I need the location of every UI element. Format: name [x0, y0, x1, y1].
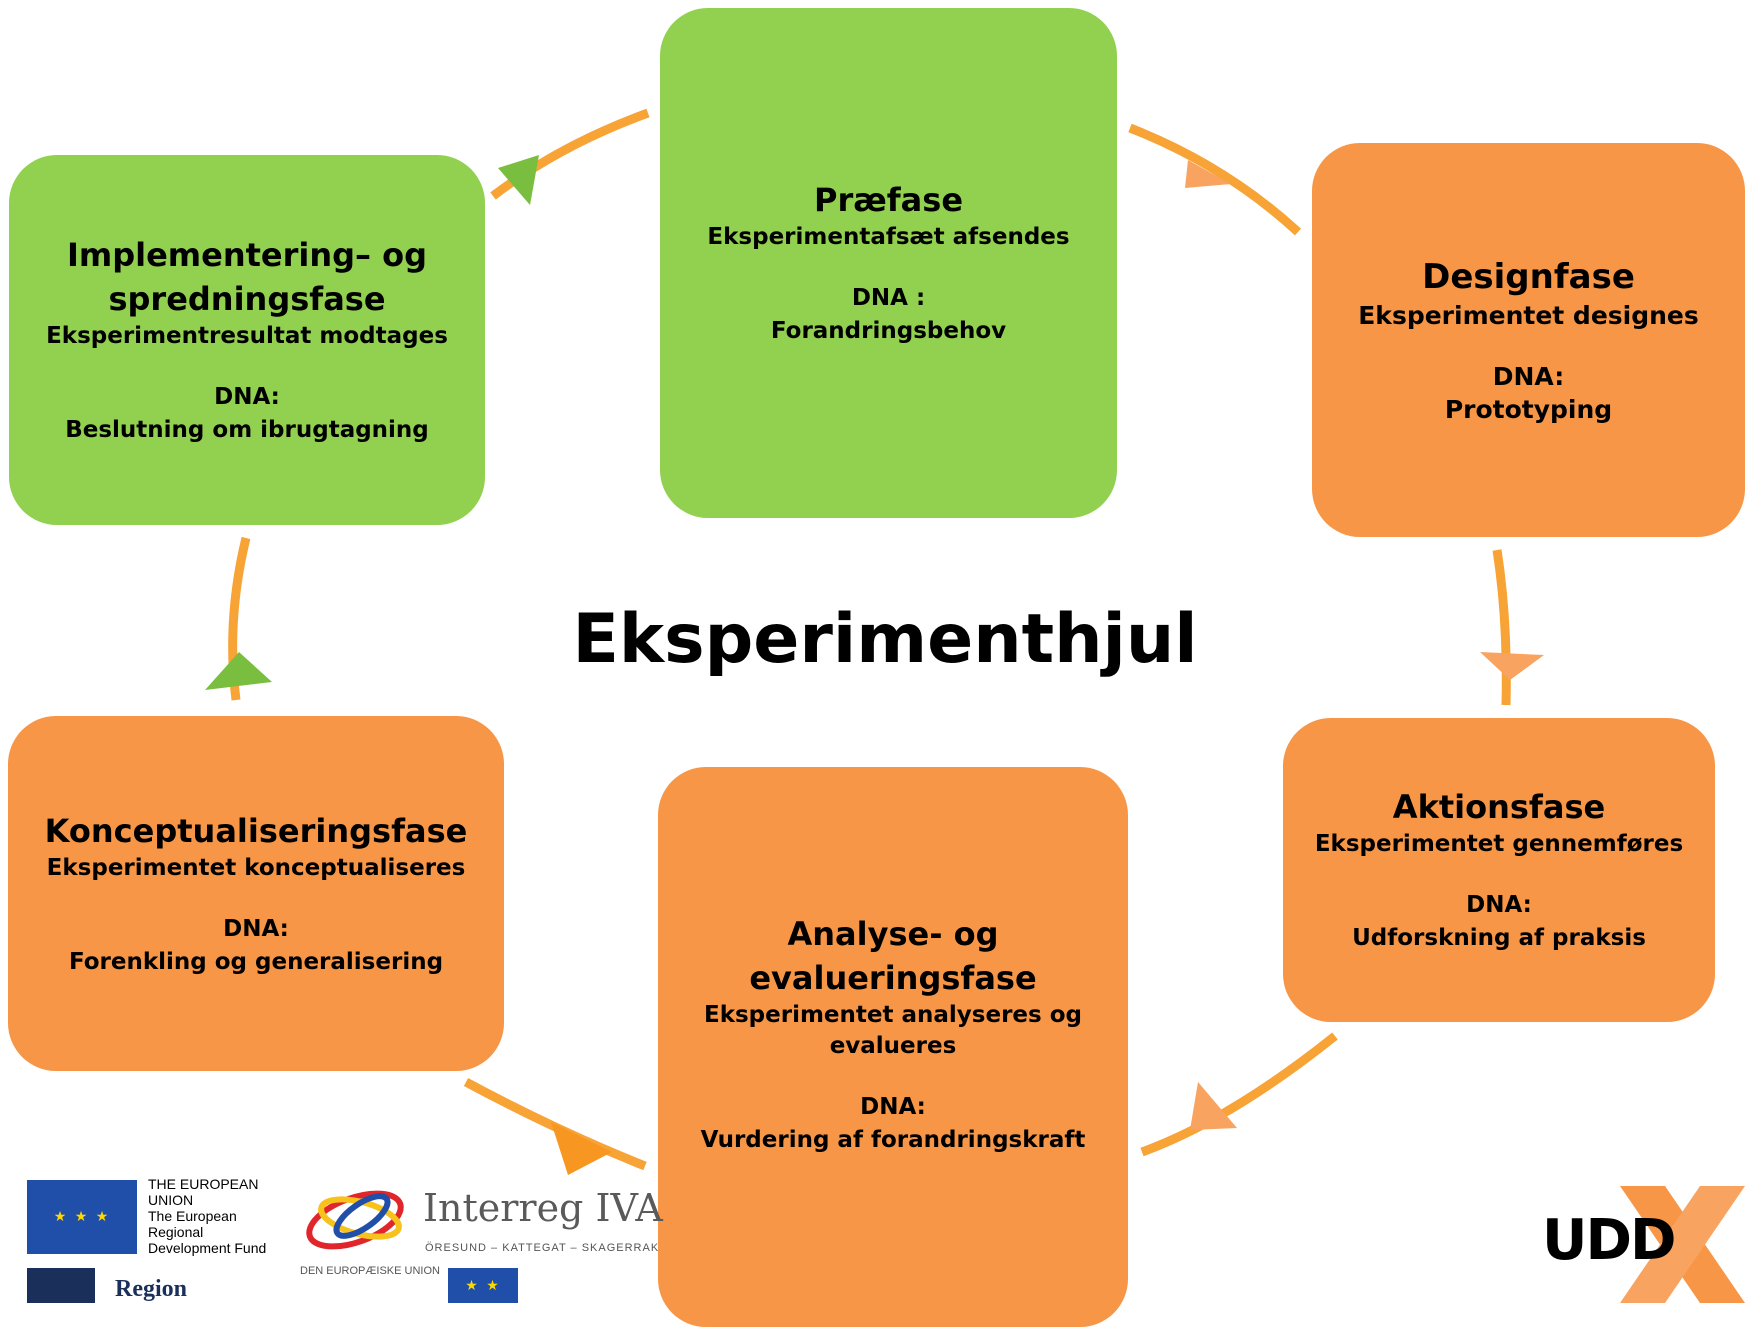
arrow-praefase-to-designfase	[1128, 123, 1302, 236]
aktionsfase-dna-value: Udforskning af praksis	[1352, 925, 1646, 951]
implementfase-title-line2: spredningsfase	[108, 280, 386, 318]
arrowhead-analysefase	[1190, 1082, 1237, 1130]
eu-logo-text: THE EUROPEAN UNION The European Regional…	[148, 1176, 266, 1256]
designfase-dna-value: Prototyping	[1444, 395, 1613, 424]
arrowhead-praefase	[498, 155, 539, 205]
praefase-title: Præfase	[813, 181, 964, 219]
designfase-dna-label: DNA:	[1492, 362, 1565, 391]
eu-flag-small-icon: ★ ★	[448, 1268, 518, 1303]
arrowhead-konceptfase	[551, 1122, 612, 1175]
konceptfase-dna-value: Forenkling og generalisering	[68, 948, 444, 975]
praefase-dna-value: Forandringsbehov	[770, 318, 1007, 344]
arrow-designfase-to-aktionsfase	[1492, 549, 1511, 706]
node-praefase: Præfase Eksperimentafsæt afsendes DNA : …	[660, 8, 1117, 518]
diagram-title: Eksperimenthjul	[572, 600, 1198, 679]
analysefase-dna-value: Vurdering af forandringskraft	[700, 1127, 1086, 1153]
node-aktionsfase: Aktionsfase Eksperimentet gennemføres DN…	[1283, 718, 1715, 1022]
node-analysefase: Analyse- og evalueringsfase Eksperimente…	[658, 767, 1128, 1327]
designfase-subtitle: Eksperimentet designes	[1358, 301, 1699, 330]
node-konceptfase: Konceptualiseringsfase Eksperimentet kon…	[8, 716, 504, 1071]
region-logo-icon	[27, 1268, 95, 1303]
konceptfase-title: Konceptualiseringsfase	[44, 811, 468, 850]
eu-line-5: Development Fund	[148, 1240, 267, 1256]
region-logo-text: Region	[115, 1276, 187, 1302]
eu-line-3: The European	[148, 1208, 237, 1224]
analysefase-subtitle-line1: Eksperimentet analyseres og	[703, 1002, 1082, 1028]
eu-line-2: UNION	[148, 1192, 194, 1208]
konceptfase-subtitle: Eksperimentet konceptualiseres	[46, 854, 466, 881]
arrowhead-designfase	[1185, 160, 1231, 188]
aktionsfase-subtitle: Eksperimentet gennemføres	[1314, 831, 1684, 857]
den-eu-text: DEN EUROPÆISKE UNION	[300, 1265, 440, 1277]
analysefase-title-line2: evalueringsfase	[749, 959, 1037, 997]
implementfase-dna-label: DNA:	[214, 384, 280, 410]
interreg-logo-text: Interreg IVA	[423, 1186, 663, 1230]
node-implementfase: Implementering– og spredningsfase Eksper…	[9, 155, 485, 525]
implementfase-title-line1: Implementering– og	[66, 236, 428, 274]
praefase-dna-label: DNA :	[851, 285, 926, 311]
arrowhead-implementfase	[205, 652, 272, 690]
eu-line-4: Regional	[148, 1224, 204, 1240]
interreg-swoosh-icon	[306, 1190, 404, 1250]
arrow-implementfase-to-praefase	[490, 108, 650, 200]
eu-line-1: THE EUROPEAN	[148, 1176, 259, 1192]
aktionsfase-title: Aktionsfase	[1392, 788, 1606, 826]
arrowhead-aktionsfase	[1480, 652, 1544, 680]
uddx-logo-icon	[1620, 1186, 1745, 1303]
praefase-subtitle: Eksperimentafsæt afsendes	[707, 224, 1070, 250]
arrow-aktionsfase-to-analysefase	[1140, 1032, 1338, 1157]
analysefase-dna-label: DNA:	[860, 1094, 926, 1120]
konceptfase-dna-label: DNA:	[223, 915, 289, 942]
designfase-title: Designfase	[1422, 257, 1635, 297]
implementfase-dna-value: Beslutning om ibrugtagning	[65, 417, 429, 443]
uddx-logo-text: UDD	[1542, 1208, 1676, 1273]
analysefase-subtitle-line2: evalueres	[829, 1033, 957, 1059]
implementfase-subtitle: Eksperimentresultat modtages	[46, 323, 448, 349]
arrow-analysefase-to-konceptfase	[463, 1078, 647, 1171]
interreg-logo-subtitle: ÖRESUND – KATTEGAT – SKAGERRAK	[425, 1242, 660, 1254]
aktionsfase-dna-label: DNA:	[1466, 892, 1532, 918]
analysefase-title-line1: Analyse- og	[787, 915, 999, 953]
eu-flag-icon: ★ ★ ★	[27, 1180, 137, 1254]
node-designfase: Designfase Eksperimentet designes DNA: P…	[1312, 143, 1745, 537]
